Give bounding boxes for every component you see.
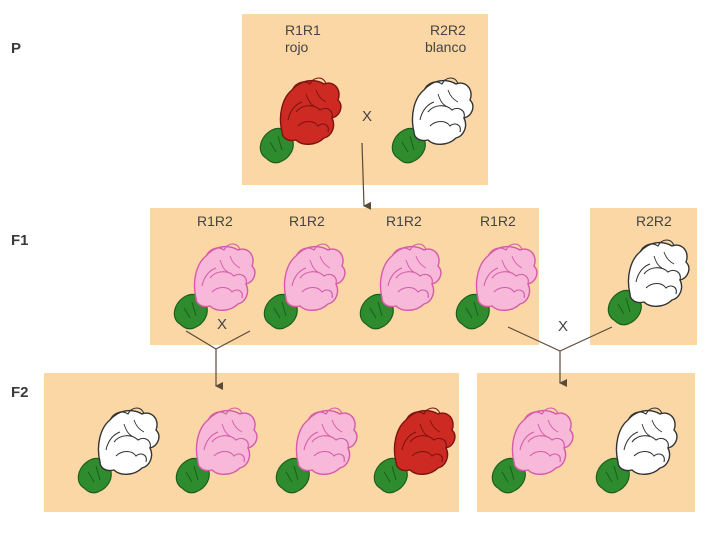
cross-symbol-f1: X <box>217 316 228 333</box>
parent-white-phenotype: blanco <box>425 39 467 55</box>
flower-parent-white <box>384 60 480 172</box>
cross-symbol-backcross: X <box>558 318 569 335</box>
flower-backcross-1 <box>484 390 580 502</box>
flower-f1-2 <box>256 226 352 338</box>
arrow-f1-to-f2 <box>185 330 251 390</box>
flower-f2-4 <box>366 390 462 502</box>
f1-genotype-3: R1R2 <box>386 213 422 229</box>
flower-f2-3 <box>268 390 364 502</box>
parent-red-phenotype: rojo <box>285 39 309 55</box>
f1-genotype-1: R1R2 <box>197 213 233 229</box>
flower-backcross-2 <box>588 390 684 502</box>
arrow-backcross <box>507 326 613 387</box>
flower-backcross-parent <box>600 222 696 334</box>
flower-f1-3 <box>352 226 448 338</box>
generation-label-f1: F1 <box>11 232 29 249</box>
flower-f2-2 <box>168 390 264 502</box>
parent-red-genotype: R1R1 <box>285 22 321 38</box>
backcross-genotype: R2R2 <box>636 213 672 229</box>
flower-parent-red <box>252 60 348 172</box>
arrow-parents-to-f1 <box>361 142 372 210</box>
parent-white-genotype: R2R2 <box>430 22 466 38</box>
generation-label-f2: F2 <box>11 384 29 401</box>
cross-symbol-parents: X <box>362 108 373 125</box>
f1-genotype-2: R1R2 <box>289 213 325 229</box>
flower-f2-1 <box>70 390 166 502</box>
generation-label-p: P <box>11 40 22 57</box>
flower-f1-4 <box>448 226 544 338</box>
flower-f1-1 <box>166 226 262 338</box>
f1-genotype-4: R1R2 <box>480 213 516 229</box>
